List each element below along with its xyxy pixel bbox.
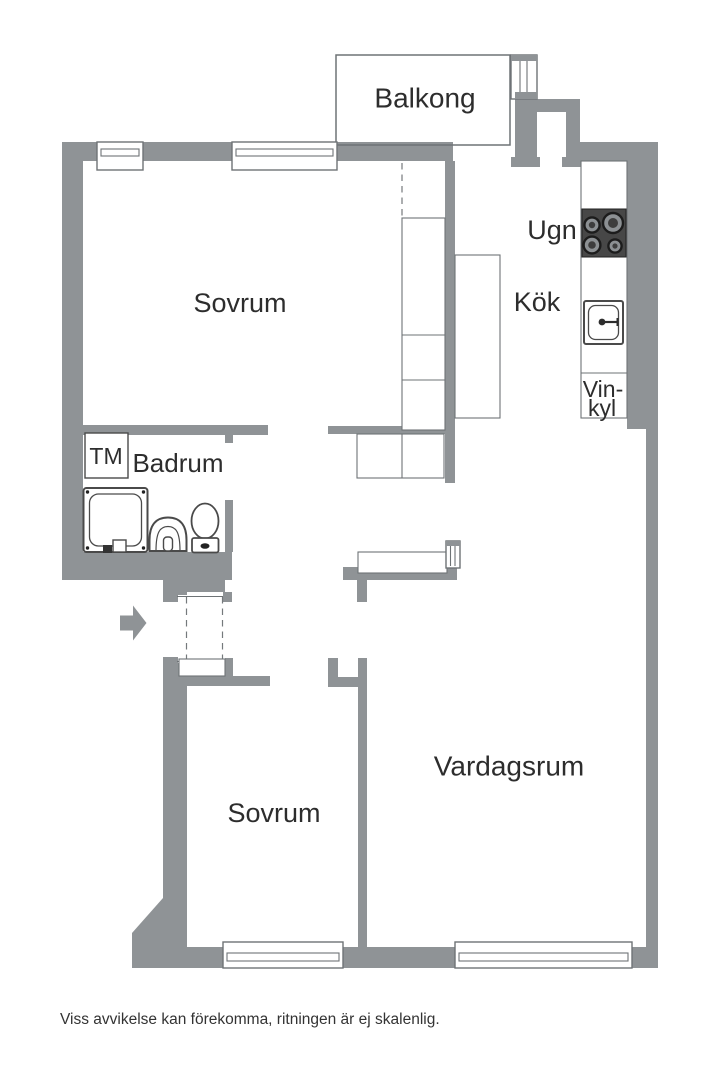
sink-faucet-dot [598, 318, 606, 326]
window-bedroom2 [222, 941, 344, 969]
balcony-outline [335, 54, 511, 146]
bench-window-cap [446, 541, 460, 546]
kitchen-counter [580, 160, 628, 419]
kitchen-sink-icon [583, 300, 624, 345]
wall-right-lower [646, 429, 658, 947]
wall-livingroom-divider [358, 658, 367, 947]
wall-entry-jamb-bottom [163, 657, 178, 663]
wall-bedroom2-top-left [187, 676, 270, 686]
wall-top-right [578, 142, 658, 161]
room-label-bathroom: Badrum [132, 448, 223, 478]
balcony-door-cap-top [511, 55, 537, 61]
shower-icon [82, 487, 149, 553]
window-livingroom [454, 941, 633, 969]
bench-counter [357, 551, 448, 574]
room-label-living-room: Vardagsrum [434, 750, 584, 781]
balcony-door-cap-bottom [515, 92, 537, 99]
wall-niche-foot-left [511, 157, 540, 167]
bathroom-fixtures [82, 432, 220, 554]
room-label-wine-fridge-1: Vin- [583, 376, 624, 402]
hall-bench [357, 540, 461, 574]
toilet-bowl [190, 502, 220, 540]
burner-core [588, 221, 596, 229]
shower-corner-dot [85, 546, 90, 550]
sink-tap [162, 536, 174, 552]
wall-right-step [627, 418, 658, 429]
shower-handle [112, 539, 127, 553]
disclaimer-text: Viss avvikelse kan förekomma, ritningen … [60, 1011, 440, 1028]
room-label-bedroom-top: Sovrum [193, 288, 286, 318]
wall-entry-stub-tick [223, 592, 232, 602]
tall-cabinet [454, 254, 501, 419]
room-label-bedroom-bottom: Sovrum [227, 798, 320, 828]
toilet-flush-button [200, 543, 210, 549]
wardrobe-cabinet [401, 217, 446, 431]
wall-entry-jamb-top [163, 595, 178, 602]
washing-machine [84, 432, 129, 479]
wall-right-upper [627, 161, 658, 419]
wall-balcony-door-side [515, 97, 537, 157]
burner-core [608, 218, 618, 228]
balcony [335, 54, 538, 146]
sink-bowl [148, 516, 188, 552]
stove-icon [581, 208, 627, 258]
room-label-balcony: Balkong [374, 82, 475, 113]
wall-bathroom-bottom [62, 552, 232, 580]
window-top-1-pane [100, 148, 140, 157]
window-livingroom-pane [458, 952, 629, 962]
wall-left-upper [62, 161, 83, 552]
wall-kitchen-left [445, 161, 455, 483]
burner-core [612, 243, 618, 249]
entry-area [120, 595, 226, 677]
wall-entry-stub [187, 580, 225, 592]
wall-niche-right [566, 112, 580, 157]
burner-core [588, 241, 596, 249]
room-label-wine-fridge-2: kyl [588, 395, 616, 421]
windows [96, 141, 633, 969]
toilet-icon [190, 502, 220, 554]
entry-arrow-icon [120, 605, 147, 641]
balcony-door [510, 54, 538, 100]
shower-corner-dot [141, 490, 146, 494]
bedroom2-door-leaf [178, 658, 226, 677]
room-label-washing-machine: TM [89, 443, 122, 469]
sink-bowl-inner [155, 525, 181, 552]
window-bedroom2-pane [226, 952, 340, 962]
shower-mixer [103, 545, 112, 553]
wall-niche-top [537, 99, 580, 112]
room-label-oven: Ugn [527, 215, 577, 245]
room-label-kitchen: Kök [514, 287, 561, 317]
window-top-2-pane [235, 148, 334, 157]
shower-corner-dot [85, 490, 90, 494]
wall-bedroom2-tick-right [328, 658, 338, 677]
hall-cabinet [356, 433, 445, 479]
wall-left-corner [163, 898, 187, 947]
kitchen-fixtures [356, 160, 628, 574]
wall-bathroom-right [225, 500, 233, 552]
wall-bedroom2-top-right [328, 677, 358, 687]
shower-corner-dot [141, 546, 146, 550]
wall-entry-top [163, 580, 187, 595]
wall-bedroom2-tick-left [225, 658, 233, 676]
wall-bathroom-top [83, 425, 268, 435]
wall-bathroom-door-jamb [225, 435, 233, 443]
wall-left-lower [163, 663, 187, 902]
room-labels: Balkong Sovrum Ugn Kök Vin- kyl TM Badru… [89, 82, 623, 828]
wall-diagonal-corner [132, 898, 163, 947]
shower-inner [88, 493, 143, 547]
wall-bench-stub [357, 580, 367, 602]
wall-niche-foot-right [562, 157, 586, 167]
bathroom-sink-icon [148, 516, 188, 552]
wall-mid-horizontal [328, 426, 453, 434]
